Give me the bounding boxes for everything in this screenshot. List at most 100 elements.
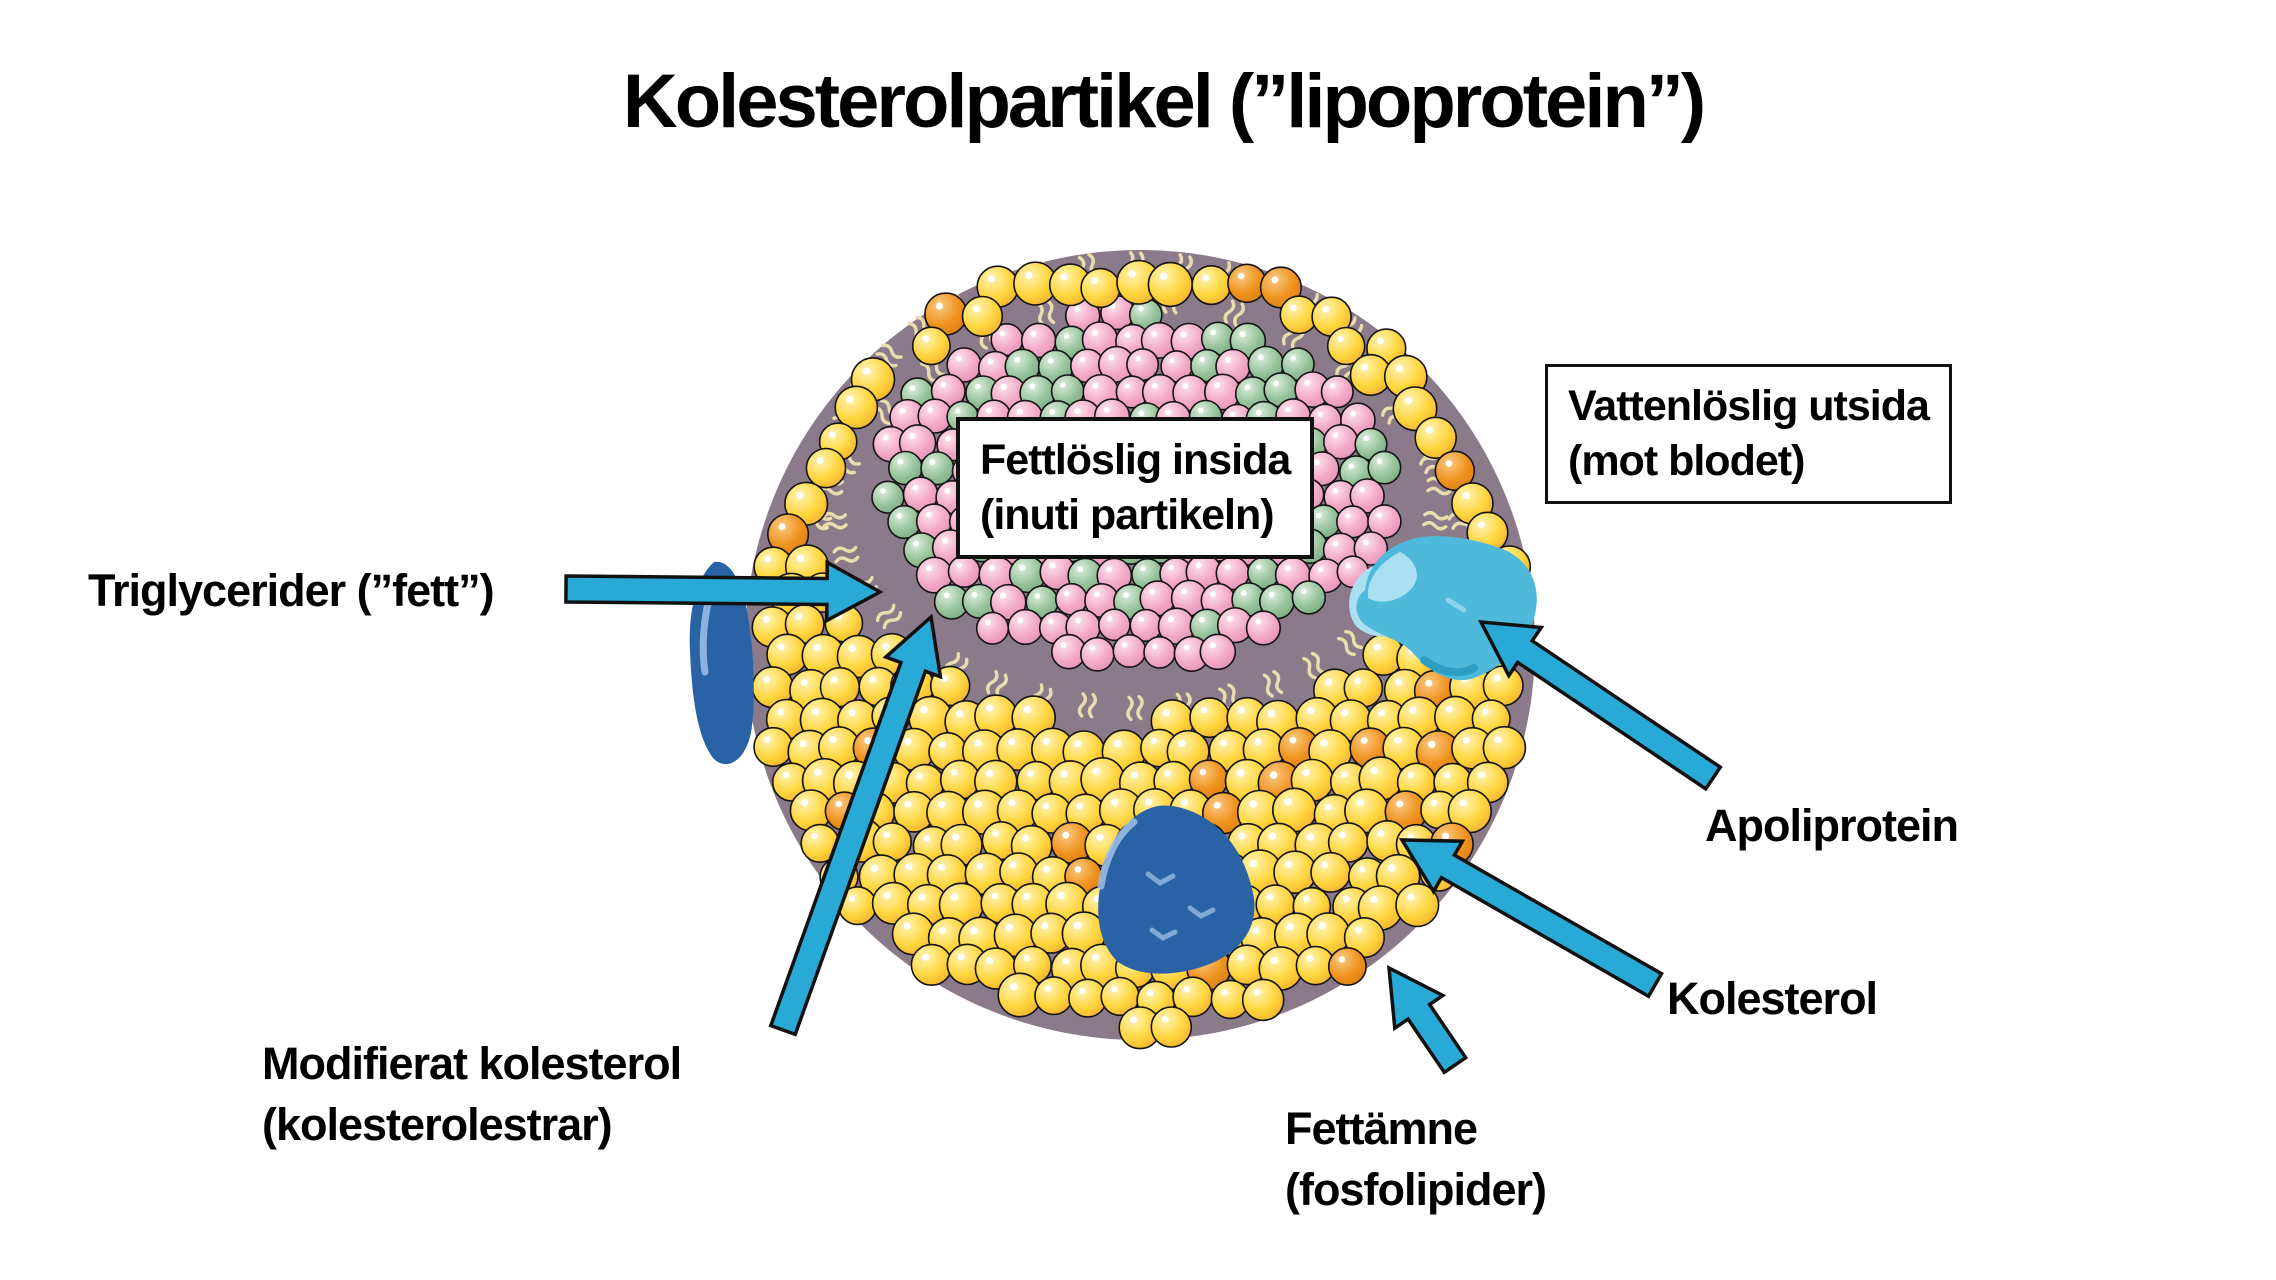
ball-highlight: [913, 540, 920, 547]
ball-highlight: [1130, 1016, 1138, 1024]
ball-highlight: [1202, 274, 1209, 282]
ball-highlight: [1138, 410, 1145, 417]
ball-highlight: [795, 613, 803, 620]
ball-highlight: [1063, 333, 1070, 339]
ball-highlight: [1377, 337, 1384, 345]
ball-highlight: [1257, 354, 1264, 361]
ball-highlight: [1181, 588, 1187, 595]
ball-highlight: [1244, 384, 1251, 391]
ball-highlight: [777, 643, 785, 651]
ball-highlight: [1103, 406, 1110, 413]
ball-highlight: [1017, 617, 1024, 624]
ball-highlight: [1165, 409, 1171, 416]
ball-highlight: [1209, 642, 1216, 649]
ball-highlight: [970, 927, 978, 935]
ball-highlight: [1387, 864, 1396, 872]
ball-highlight: [1370, 895, 1378, 904]
ball-highlight: [1009, 861, 1017, 868]
ball-highlight: [952, 833, 959, 841]
lipid-tail-icon: [821, 511, 848, 530]
ball-highlight: [764, 555, 771, 563]
ball: [834, 385, 879, 430]
ball-highlight: [1445, 705, 1453, 713]
ball-highlight: [974, 800, 982, 808]
label-box-water-soluble-outside: Vattenlöslig utsida (mot blodet): [1545, 364, 1952, 505]
ball-highlight: [922, 953, 930, 961]
ball-highlight: [1014, 357, 1021, 363]
ball-highlight: [764, 736, 771, 743]
ball-highlight: [848, 644, 856, 653]
ball-highlight: [796, 491, 804, 500]
ball-highlight: [1042, 737, 1050, 745]
ball-highlight: [1241, 590, 1247, 597]
ball-highlight: [986, 407, 992, 414]
ball-highlight: [899, 407, 906, 414]
ball-highlight: [882, 434, 889, 441]
ball-highlight: [1140, 565, 1146, 572]
ball-highlight: [1022, 834, 1029, 842]
ball-highlight: [1210, 591, 1216, 597]
ball-highlight: [916, 772, 923, 780]
ball-highlight: [848, 895, 856, 902]
ball-highlight: [1220, 739, 1227, 747]
ball-highlight: [1377, 829, 1385, 837]
ball-highlight: [1322, 306, 1330, 313]
ball-highlight: [1108, 354, 1115, 361]
ball-highlight: [1425, 679, 1433, 687]
ball-highlight: [801, 799, 809, 807]
ball-highlight: [1348, 463, 1354, 469]
ball-highlight: [848, 709, 856, 717]
ball-highlight: [985, 769, 994, 778]
ball-highlight: [1441, 832, 1450, 840]
label-triglycerides: Triglycerider (”fett”): [88, 565, 495, 616]
ball-highlight: [1023, 892, 1031, 900]
lipid-tail-icon: [875, 343, 903, 368]
ball-highlight: [1269, 832, 1276, 840]
ball-highlight: [1074, 866, 1082, 873]
ball-highlight: [1303, 896, 1310, 903]
ball-highlight: [1304, 379, 1311, 386]
lipid-tail-icon: [1302, 651, 1326, 680]
ball-highlight: [1092, 953, 1100, 962]
ball-highlight: [1271, 276, 1279, 284]
ball-highlight: [951, 769, 958, 776]
ball-highlight: [1306, 955, 1314, 962]
ball-highlight: [991, 892, 999, 900]
ball-highlight: [1093, 591, 1100, 598]
ball: [1326, 326, 1366, 366]
ball-highlight: [1168, 616, 1175, 623]
ball-highlight: [1407, 771, 1415, 779]
ball-highlight: [909, 433, 916, 440]
label-line: (mot blodet): [1568, 437, 1805, 486]
ball-highlight: [992, 830, 999, 837]
ball-highlight: [1008, 738, 1016, 746]
ball-highlight: [829, 736, 837, 744]
ball-highlight: [1345, 513, 1351, 519]
ball-highlight: [1124, 332, 1131, 338]
ball-highlight: [1147, 989, 1154, 997]
ball-highlight: [1307, 707, 1315, 715]
ball-highlight: [1045, 985, 1052, 992]
ball-highlight: [1111, 798, 1119, 806]
ball-highlight: [1145, 798, 1153, 806]
ball-highlight: [799, 740, 807, 748]
ball-highlight: [951, 893, 959, 901]
ball-highlight: [1034, 593, 1041, 599]
ball-highlight: [955, 408, 961, 414]
ball-highlight: [1064, 590, 1070, 597]
ball: [1034, 976, 1074, 1016]
ball-highlight: [1253, 988, 1261, 996]
label-modified-cholesterol: Modifierat kolesterol (kolesterolestrar): [262, 1033, 682, 1155]
ball-highlight: [1290, 355, 1296, 361]
ball-highlight: [1150, 737, 1158, 745]
ball-highlight: [1221, 989, 1228, 996]
ball-highlight: [956, 710, 964, 718]
label-line: Fettämne: [1285, 1103, 1478, 1154]
label-line: Vattenlöslig utsida: [1568, 382, 1930, 430]
ball: [1395, 882, 1440, 928]
lipid-tail-icon: [1077, 692, 1097, 719]
ball-highlight: [763, 676, 770, 683]
ball-highlight: [882, 642, 890, 650]
ball-highlight: [920, 706, 928, 714]
ball-highlight: [1356, 798, 1364, 807]
